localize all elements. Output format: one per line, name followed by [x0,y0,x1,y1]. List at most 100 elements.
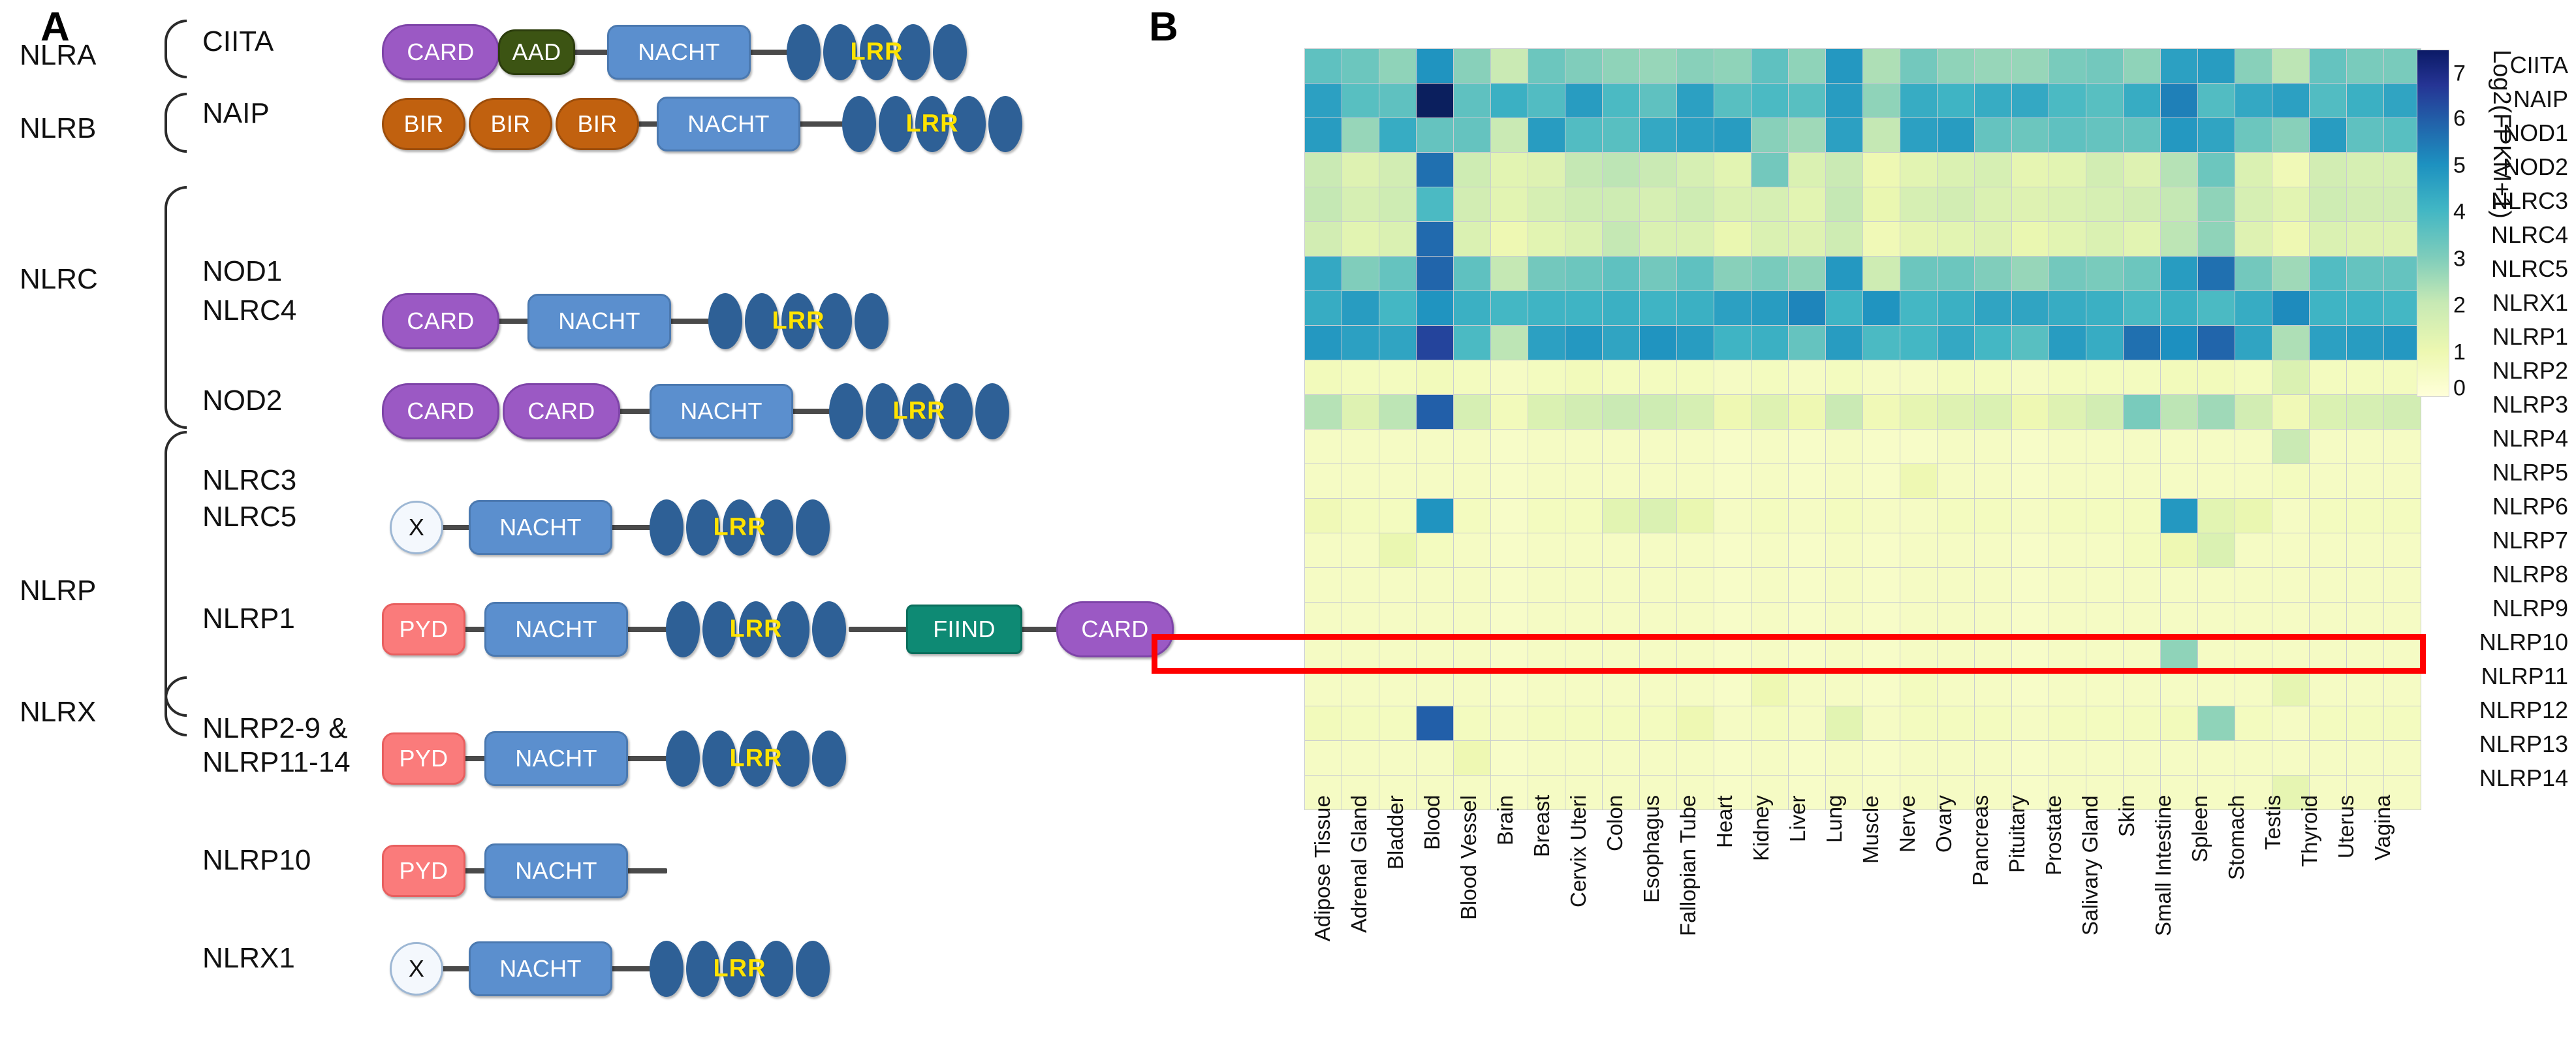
heatmap-cell[interactable] [1305,222,1342,256]
heatmap-cell[interactable] [1677,395,1714,429]
heatmap-cell[interactable] [2124,499,2160,533]
heatmap-cell[interactable] [2049,222,2086,256]
heatmap-cell[interactable] [2012,603,2049,637]
heatmap-cell[interactable] [2161,257,2197,291]
heatmap-cell[interactable] [1975,49,2011,83]
heatmap-cell[interactable] [1528,430,1565,464]
heatmap-cell[interactable] [2012,187,2049,221]
heatmap-cell[interactable] [2124,360,2160,394]
heatmap-cell[interactable] [2347,291,2383,325]
heatmap-cell[interactable] [1305,706,1342,740]
heatmap-cell[interactable] [2235,637,2272,671]
heatmap-cell[interactable] [1826,776,1862,810]
heatmap-cell[interactable] [2161,187,2197,221]
heatmap-cell[interactable] [2198,706,2235,740]
heatmap-cell[interactable] [1863,326,1900,360]
heatmap-cell[interactable] [1826,84,1862,118]
heatmap-cell[interactable] [2161,395,2197,429]
heatmap-cell[interactable] [1379,741,1416,775]
heatmap-cell[interactable] [1640,222,1676,256]
heatmap-cell[interactable] [2049,603,2086,637]
heatmap-cell[interactable] [2086,776,2123,810]
heatmap-cell[interactable] [2161,568,2197,602]
heatmap-cell[interactable] [1565,291,1602,325]
heatmap-cell[interactable] [1975,533,2011,567]
heatmap-cell[interactable] [1603,637,1639,671]
heatmap-cell[interactable] [1751,326,1788,360]
heatmap-cell[interactable] [1751,603,1788,637]
heatmap-cell[interactable] [1305,153,1342,187]
heatmap-cell[interactable] [1565,430,1602,464]
heatmap-cell[interactable] [1640,257,1676,291]
heatmap-cell[interactable] [1938,153,1974,187]
heatmap-cell[interactable] [2272,395,2309,429]
heatmap-cell[interactable] [2384,672,2421,706]
heatmap-cell[interactable] [1789,326,1825,360]
heatmap-cell[interactable] [2124,257,2160,291]
heatmap-cell[interactable] [2235,118,2272,152]
heatmap-cell[interactable] [1863,49,1900,83]
heatmap-cell[interactable] [2235,187,2272,221]
heatmap-cell[interactable] [1640,84,1676,118]
heatmap-cell[interactable] [1603,326,1639,360]
heatmap-cell[interactable] [1603,568,1639,602]
heatmap-cell[interactable] [1975,706,2011,740]
heatmap-cell[interactable] [2049,326,2086,360]
heatmap-cell[interactable] [1491,776,1528,810]
heatmap-cell[interactable] [2198,464,2235,498]
heatmap-cell[interactable] [1640,430,1676,464]
heatmap-cell[interactable] [1789,395,1825,429]
heatmap-cell[interactable] [2012,360,2049,394]
heatmap-cell[interactable] [1751,291,1788,325]
heatmap-cell[interactable] [1938,568,1974,602]
heatmap-cell[interactable] [1975,776,2011,810]
heatmap-cell[interactable] [1789,291,1825,325]
heatmap-cell[interactable] [1417,360,1453,394]
heatmap-cell[interactable] [2347,706,2383,740]
heatmap-cell[interactable] [1789,533,1825,567]
heatmap-cell[interactable] [2384,360,2421,394]
heatmap-cell[interactable] [1417,706,1453,740]
heatmap-cell[interactable] [1677,672,1714,706]
heatmap-cell[interactable] [1417,568,1453,602]
heatmap-cell[interactable] [1417,637,1453,671]
heatmap-cell[interactable] [1417,533,1453,567]
heatmap-cell[interactable] [1789,118,1825,152]
heatmap-cell[interactable] [1379,187,1416,221]
heatmap-cell[interactable] [1342,776,1379,810]
heatmap-cell[interactable] [1900,430,1937,464]
heatmap-cell[interactable] [1975,430,2011,464]
heatmap-cell[interactable] [2384,741,2421,775]
heatmap-cell[interactable] [2272,637,2309,671]
heatmap-cell[interactable] [1342,464,1379,498]
heatmap-cell[interactable] [2086,672,2123,706]
heatmap-cell[interactable] [2347,430,2383,464]
heatmap-cell[interactable] [2049,360,2086,394]
heatmap-cell[interactable] [1677,499,1714,533]
heatmap-cell[interactable] [2198,672,2235,706]
heatmap-cell[interactable] [1789,153,1825,187]
heatmap-cell[interactable] [1379,672,1416,706]
heatmap-cell[interactable] [2086,49,2123,83]
heatmap-cell[interactable] [2310,291,2346,325]
heatmap-cell[interactable] [2384,84,2421,118]
heatmap-cell[interactable] [1565,153,1602,187]
heatmap-cell[interactable] [1975,672,2011,706]
heatmap-cell[interactable] [1975,326,2011,360]
heatmap-cell[interactable] [1751,776,1788,810]
heatmap-cell[interactable] [2124,637,2160,671]
heatmap-cell[interactable] [2272,568,2309,602]
heatmap-cell[interactable] [2347,776,2383,810]
heatmap-cell[interactable] [1975,291,2011,325]
heatmap-cell[interactable] [1714,776,1751,810]
heatmap-cell[interactable] [1603,499,1639,533]
heatmap-cell[interactable] [1491,118,1528,152]
heatmap-cell[interactable] [1826,49,1862,83]
heatmap-cell[interactable] [2124,395,2160,429]
heatmap-cell[interactable] [1751,706,1788,740]
heatmap-cell[interactable] [2012,257,2049,291]
heatmap-cell[interactable] [2012,741,2049,775]
heatmap-cell[interactable] [1900,637,1937,671]
heatmap-cell[interactable] [1491,464,1528,498]
heatmap-cell[interactable] [1826,395,1862,429]
